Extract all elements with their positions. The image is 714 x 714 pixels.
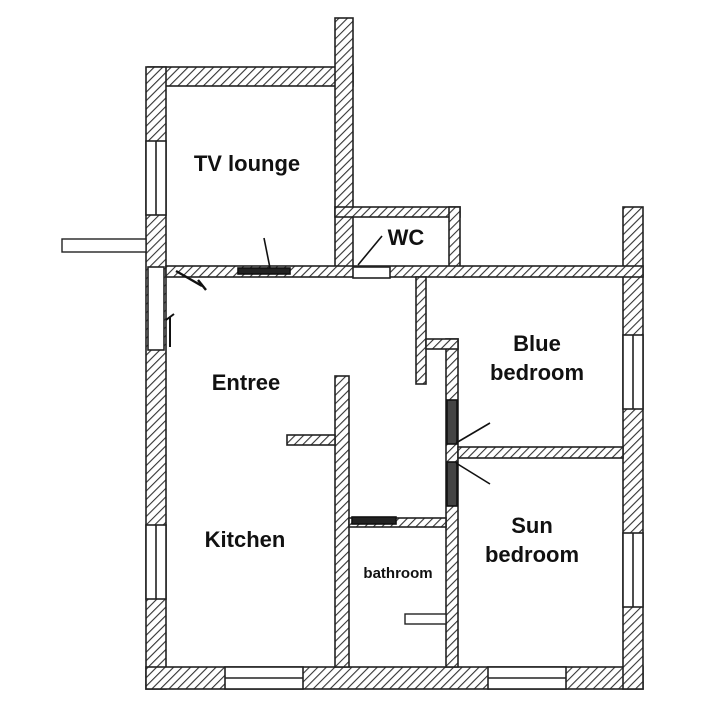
wall-bedrooms-stub (425, 338, 459, 350)
wall-right-outer (622, 206, 644, 690)
label-bathroom: bathroom (363, 565, 432, 582)
entry-walkway (61, 238, 147, 253)
label-blue-bedroom-line1: Blue (513, 331, 561, 356)
walls (145, 17, 644, 690)
door-blue-bedroom (446, 399, 458, 445)
window-wc (352, 266, 391, 279)
label-kitchen: Kitchen (205, 527, 286, 552)
windows (145, 140, 644, 690)
wall-top-tv-lounge (147, 66, 354, 87)
wall-bedrooms-divider (457, 446, 624, 459)
wall-bottom-outer (145, 666, 644, 690)
wall-bathroom-top (348, 517, 447, 528)
wall-kitchen-right (334, 375, 350, 668)
label-tv-lounge: TV lounge (194, 151, 300, 176)
wall-kitchen-stub (286, 434, 336, 446)
wall-entree-top (165, 265, 644, 278)
room-labels: TV lounge WC Entree Blue bedroom Kitchen… (194, 151, 584, 582)
label-wc: WC (388, 225, 425, 250)
wall-bedrooms-left-top (415, 276, 427, 385)
wall-wc-top (334, 206, 461, 218)
wall-tv-lounge-right (334, 17, 354, 277)
label-sun-bedroom-line2: bedroom (485, 542, 579, 567)
label-blue-bedroom-line2: bedroom (490, 360, 584, 385)
window-entry (147, 266, 165, 351)
door-sun-bedroom (446, 461, 458, 507)
door-tv-lounge (237, 267, 291, 275)
doors (165, 235, 491, 525)
label-entree: Entree (212, 370, 280, 395)
door-bathroom (351, 516, 397, 525)
label-sun-bedroom-line1: Sun (511, 513, 553, 538)
bathroom-fixture (404, 613, 447, 625)
